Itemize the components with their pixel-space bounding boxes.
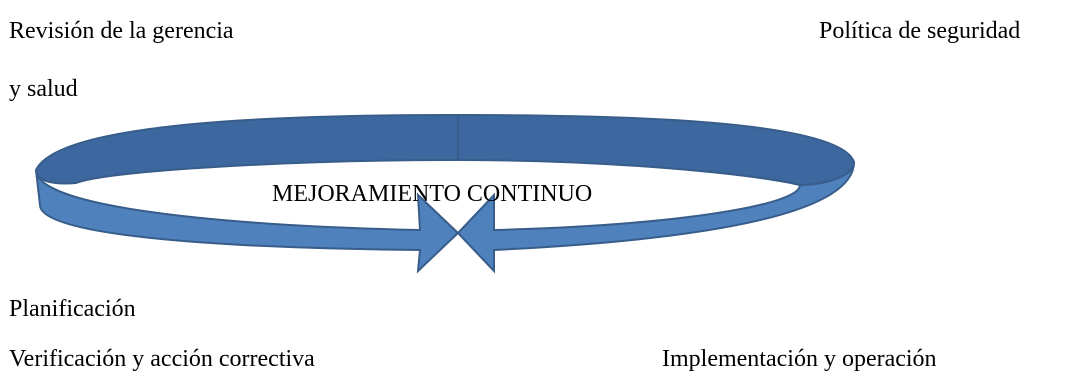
label-planificacion: Planificación — [9, 296, 136, 322]
ring-front-left-arrow — [35, 169, 460, 274]
label-verificacion-accion-correctiva: Verificación y acción correctiva — [9, 346, 315, 372]
label-y-salud: y salud — [9, 76, 78, 102]
ring-back-band — [34, 113, 856, 187]
ring-front-right-arrow — [456, 161, 855, 274]
label-implementacion-operacion: Implementación y operación — [662, 346, 937, 372]
label-politica-seguridad: Política de seguridad — [819, 18, 1021, 44]
center-title: MEJORAMIENTO CONTINUO — [272, 181, 593, 207]
label-revision-gerencia: Revisión de la gerencia — [9, 18, 234, 44]
